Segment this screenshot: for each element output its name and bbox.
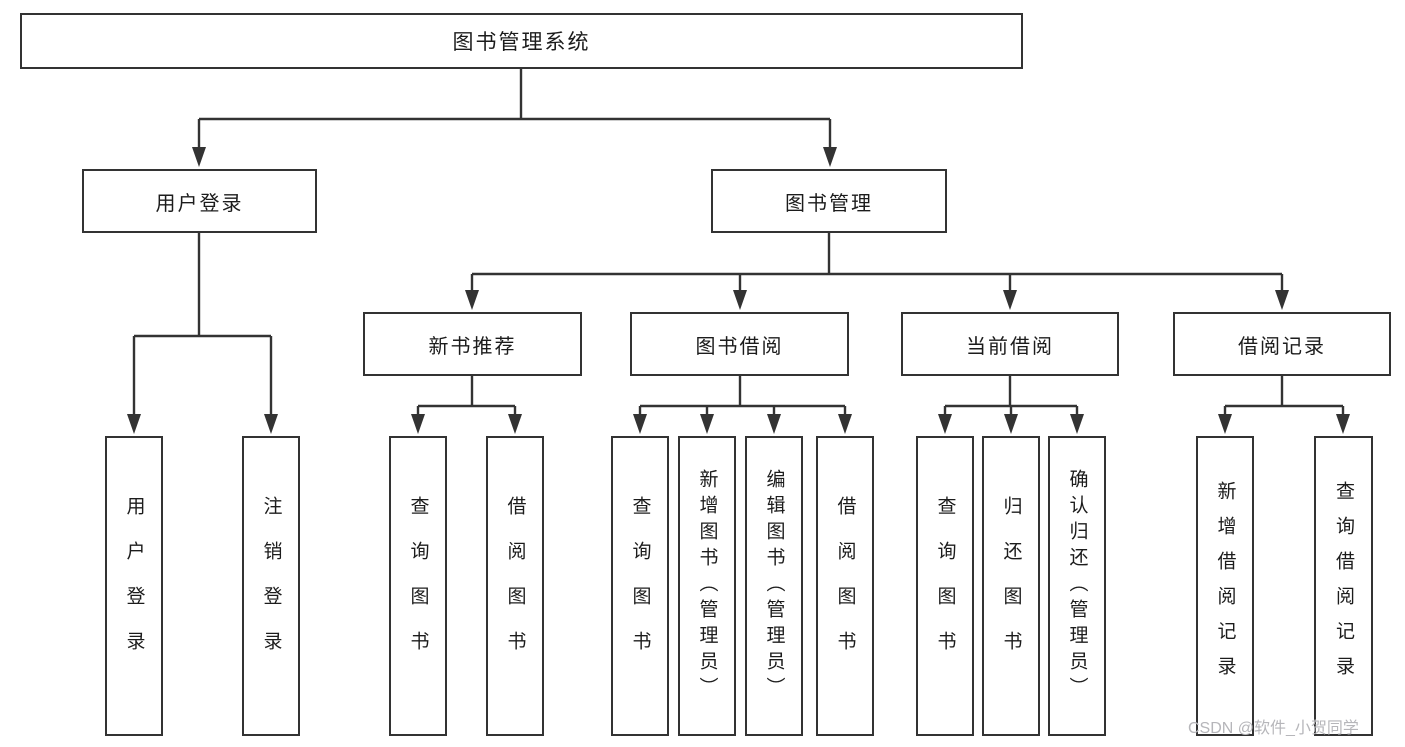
node-new-book-recommendation: 新书推荐 xyxy=(363,312,582,376)
node-user-login: 用户登录 xyxy=(82,169,317,233)
leaf-current-query-books: 查询图书 xyxy=(916,436,974,736)
leaf-query-borrow-record: 查询借阅记录 xyxy=(1314,436,1373,736)
leaf-recommend-query-books: 查询图书 xyxy=(389,436,447,736)
leaf-confirm-return-admin: 确认归还（管理员） xyxy=(1048,436,1106,736)
leaf-borrow-query-books: 查询图书 xyxy=(611,436,669,736)
node-book-borrowing: 图书借阅 xyxy=(630,312,849,376)
leaf-borrow-borrow-books: 借阅图书 xyxy=(816,436,874,736)
node-current-borrowing: 当前借阅 xyxy=(901,312,1119,376)
leaf-logout: 注销登录 xyxy=(242,436,300,736)
csdn-watermark: CSDN @软件_小贺同学 xyxy=(1188,720,1359,737)
node-borrowing-records: 借阅记录 xyxy=(1173,312,1391,376)
leaf-return-books: 归还图书 xyxy=(982,436,1040,736)
leaf-recommend-borrow-books: 借阅图书 xyxy=(486,436,544,736)
node-book-management: 图书管理 xyxy=(711,169,947,233)
leaf-add-books-admin: 新增图书（管理员） xyxy=(678,436,736,736)
leaf-edit-books-admin: 编辑图书（管理员） xyxy=(745,436,803,736)
leaf-user-login: 用户登录 xyxy=(105,436,163,736)
node-library-management-system: 图书管理系统 xyxy=(20,13,1023,69)
leaf-add-borrow-record: 新增借阅记录 xyxy=(1196,436,1254,736)
